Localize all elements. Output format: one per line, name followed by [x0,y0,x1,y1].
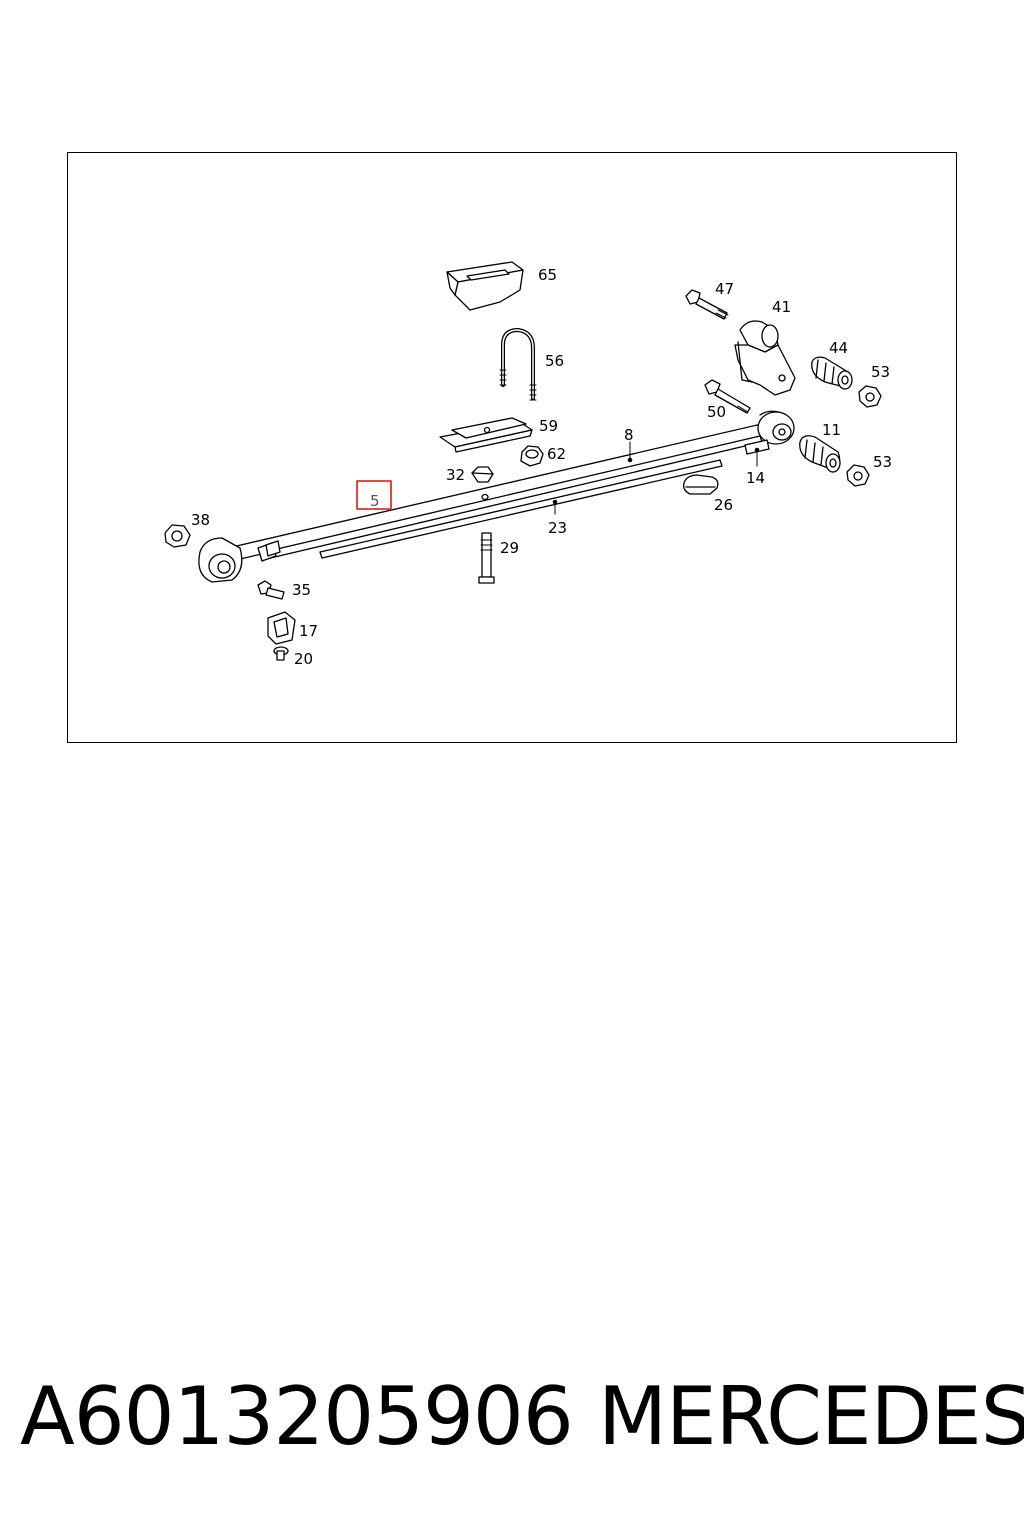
clamp-17-part [267,611,296,645]
leaf-spring-part [198,410,795,583]
bolt-47-part [685,289,729,320]
callout-53-lower: 53 [873,453,892,471]
callout-47: 47 [715,280,734,298]
callout-53-upper: 53 [871,363,890,381]
bolt-50-part [704,379,751,414]
centre-bolt-part [478,532,495,584]
callout-20: 20 [294,650,313,668]
callout-65: 65 [538,266,557,284]
callout-8: 8 [624,426,634,444]
bushing-11-part [799,435,841,473]
callout-26: 26 [714,496,733,514]
leader-lines [552,441,760,515]
screw-20-part [273,646,289,661]
nut-53-lower-part [846,464,870,487]
nut-38-part [164,524,191,548]
bolt-35-part [257,580,285,600]
bushing-44-part [811,356,853,390]
pad-26-part [682,474,719,495]
callout-35: 35 [292,581,311,599]
nut-53-upper-part [858,385,882,408]
shackle-bracket-part [734,320,796,396]
callout-62: 62 [547,445,566,463]
callout-50: 50 [707,403,726,421]
part-number-label: A6013205906 [20,1370,574,1463]
callout-38: 38 [191,511,210,529]
u-bolt-part [499,328,537,401]
brand-label: MERCEDES [598,1370,1024,1463]
callout-11: 11 [822,421,841,439]
callout-41: 41 [772,298,791,316]
callout-17: 17 [299,622,318,640]
callout-56: 56 [545,352,564,370]
leaf-spring-exploded-diagram: 65 47 41 56 44 53 50 59 8 11 62 53 32 14… [164,261,892,668]
nut-32-part [471,466,494,483]
highlight-box [356,480,392,510]
spring-plate-part [439,417,533,453]
callout-44: 44 [829,339,848,357]
callout-23: 23 [548,519,567,537]
callout-14: 14 [746,469,765,487]
callout-29: 29 [500,539,519,557]
callout-5-highlighted: 5 [370,492,380,510]
callout-32: 32 [446,466,465,484]
callout-59: 59 [539,417,558,435]
nut-62-part [520,445,544,467]
bump-stop-part [446,261,524,311]
